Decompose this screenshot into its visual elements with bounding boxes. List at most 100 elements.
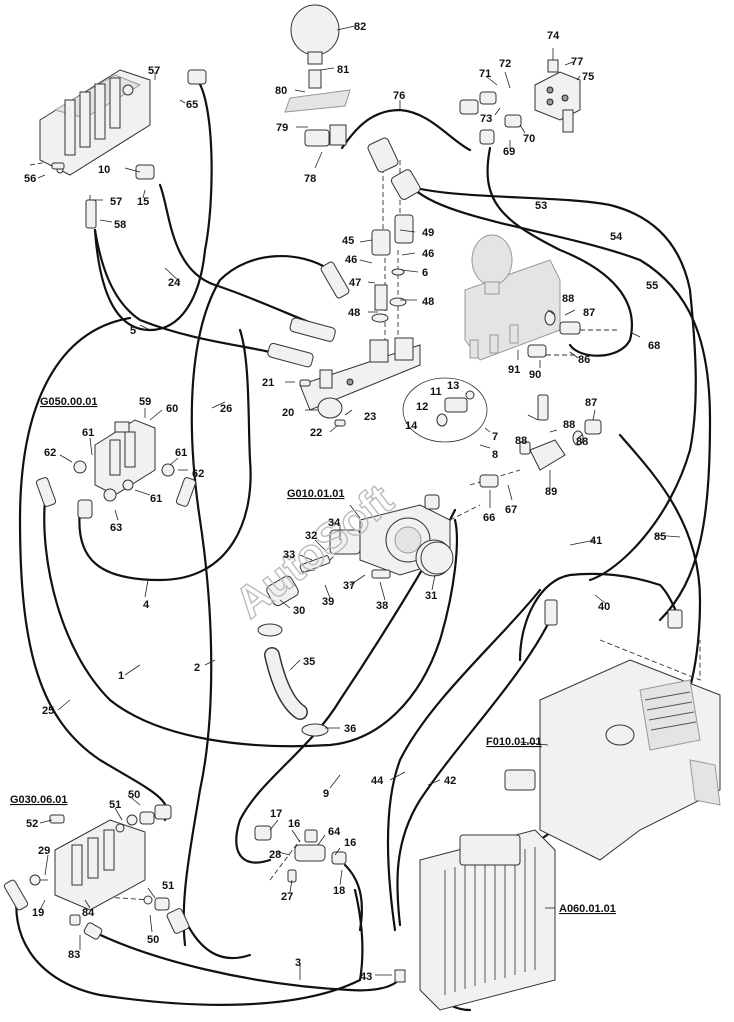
- part-number: 67: [505, 504, 517, 516]
- fittings-45-49: [367, 137, 421, 323]
- part-number: 57: [148, 65, 160, 77]
- part-number: 42: [444, 775, 456, 787]
- part-number: 83: [68, 949, 80, 961]
- part-number: 73: [480, 113, 492, 125]
- part-number: 91: [508, 364, 520, 376]
- part-number: 46: [422, 248, 434, 260]
- part-number: 56: [24, 173, 36, 185]
- part-number: 39: [322, 596, 334, 608]
- part-number: 25: [42, 705, 54, 717]
- part-number: 15: [137, 196, 149, 208]
- part-number: 48: [348, 307, 360, 319]
- part-number: 61: [150, 493, 162, 505]
- part-number: 44: [371, 775, 384, 787]
- part-number: 43: [360, 971, 372, 983]
- part-number: 84: [82, 907, 95, 919]
- part-number: 48: [422, 296, 434, 308]
- part-number: 76: [393, 90, 405, 102]
- part-number: 7: [492, 431, 498, 443]
- accumulator-block: [464, 234, 561, 361]
- part-number: 90: [529, 369, 541, 381]
- part-number: 77: [571, 56, 583, 68]
- part-number: 57: [110, 196, 122, 208]
- part-number: 53: [535, 200, 547, 212]
- part-number: 79: [276, 122, 288, 134]
- heater-unit-f010: [504, 659, 721, 861]
- part-number: 68: [648, 340, 660, 352]
- part-number: 22: [310, 427, 322, 439]
- part-number: 69: [503, 146, 515, 158]
- part-number: 23: [364, 411, 376, 423]
- reference-labels: G050.00.01 G010.01.01 G030.06.01 F010.01…: [10, 396, 616, 915]
- part-number: 82: [354, 21, 366, 33]
- part-number: 61: [175, 447, 187, 459]
- part-number: 20: [282, 407, 294, 419]
- part-number: 33: [283, 549, 295, 561]
- part-number: 11: [430, 386, 442, 398]
- part-number: 46: [345, 254, 357, 266]
- part-number: 81: [337, 64, 349, 76]
- part-number: 45: [342, 235, 354, 247]
- part-number: 30: [293, 605, 305, 617]
- part-number: 31: [425, 590, 437, 602]
- detail-circle-11-14: [402, 377, 488, 443]
- accumulator-82: [284, 4, 351, 147]
- part-number: 36: [344, 723, 356, 735]
- part-number: 85: [654, 531, 666, 543]
- part-number: 32: [305, 530, 317, 542]
- part-number: 61: [82, 427, 94, 439]
- part-number: 9: [323, 788, 329, 800]
- hose-35-clamps: [257, 623, 329, 737]
- part-number: 60: [166, 403, 178, 415]
- part-number: 8: [492, 449, 498, 461]
- part-number: 24: [168, 277, 181, 289]
- part-number: 27: [281, 891, 293, 903]
- part-number: 62: [44, 447, 56, 459]
- part-number: 87: [583, 307, 595, 319]
- part-number: 70: [523, 133, 535, 145]
- part-number: 72: [499, 58, 511, 70]
- part-number: 26: [220, 403, 232, 415]
- part-number: 51: [162, 880, 174, 892]
- part-number: 54: [610, 231, 623, 243]
- part-number: 63: [110, 522, 122, 534]
- radiator-a060: [394, 829, 556, 1011]
- part-number: 49: [422, 227, 434, 239]
- part-number: 16: [288, 818, 300, 830]
- part-number: 89: [545, 486, 557, 498]
- part-number: 19: [32, 907, 44, 919]
- hose-end-fittings: [85, 69, 522, 368]
- part-number: 3: [295, 957, 301, 969]
- part-number: 37: [343, 580, 355, 592]
- part-number: 34: [328, 517, 341, 529]
- part-number: 38: [376, 600, 388, 612]
- part-number: 16: [344, 837, 356, 849]
- part-number: 88: [576, 436, 588, 448]
- pipe-40-fittings: [544, 599, 683, 629]
- part-number: 58: [114, 219, 126, 231]
- valve-75: [534, 59, 581, 133]
- valve-group-g030: [3, 804, 190, 940]
- control-valve-block-top: [39, 69, 151, 176]
- part-number: 50: [147, 934, 159, 946]
- part-number: 59: [139, 396, 151, 408]
- part-number: 5: [130, 325, 136, 337]
- ref-label-g050: G050.00.01: [40, 396, 98, 408]
- fittings-86-91: [519, 310, 602, 471]
- small-bolts: [51, 162, 346, 427]
- ref-label-a060: A060.01.01: [559, 903, 616, 915]
- ref-label-g010: G010.01.01: [287, 488, 345, 500]
- part-number: 18: [333, 885, 345, 897]
- part-number: 1: [118, 670, 124, 682]
- part-number: 51: [109, 799, 121, 811]
- o-ring-31: [420, 541, 454, 575]
- part-number: 21: [262, 377, 274, 389]
- leader-lines: [37, 25, 681, 980]
- part-number: 66: [483, 512, 495, 524]
- part-number: 13: [447, 380, 459, 392]
- part-number: 12: [416, 401, 428, 413]
- part-number: 86: [578, 354, 590, 366]
- part-number-labels: 1 2 3 4 5 6 7 8 9 10 11 12 13 14 15 16 1…: [24, 21, 666, 983]
- part-number: 50: [128, 789, 140, 801]
